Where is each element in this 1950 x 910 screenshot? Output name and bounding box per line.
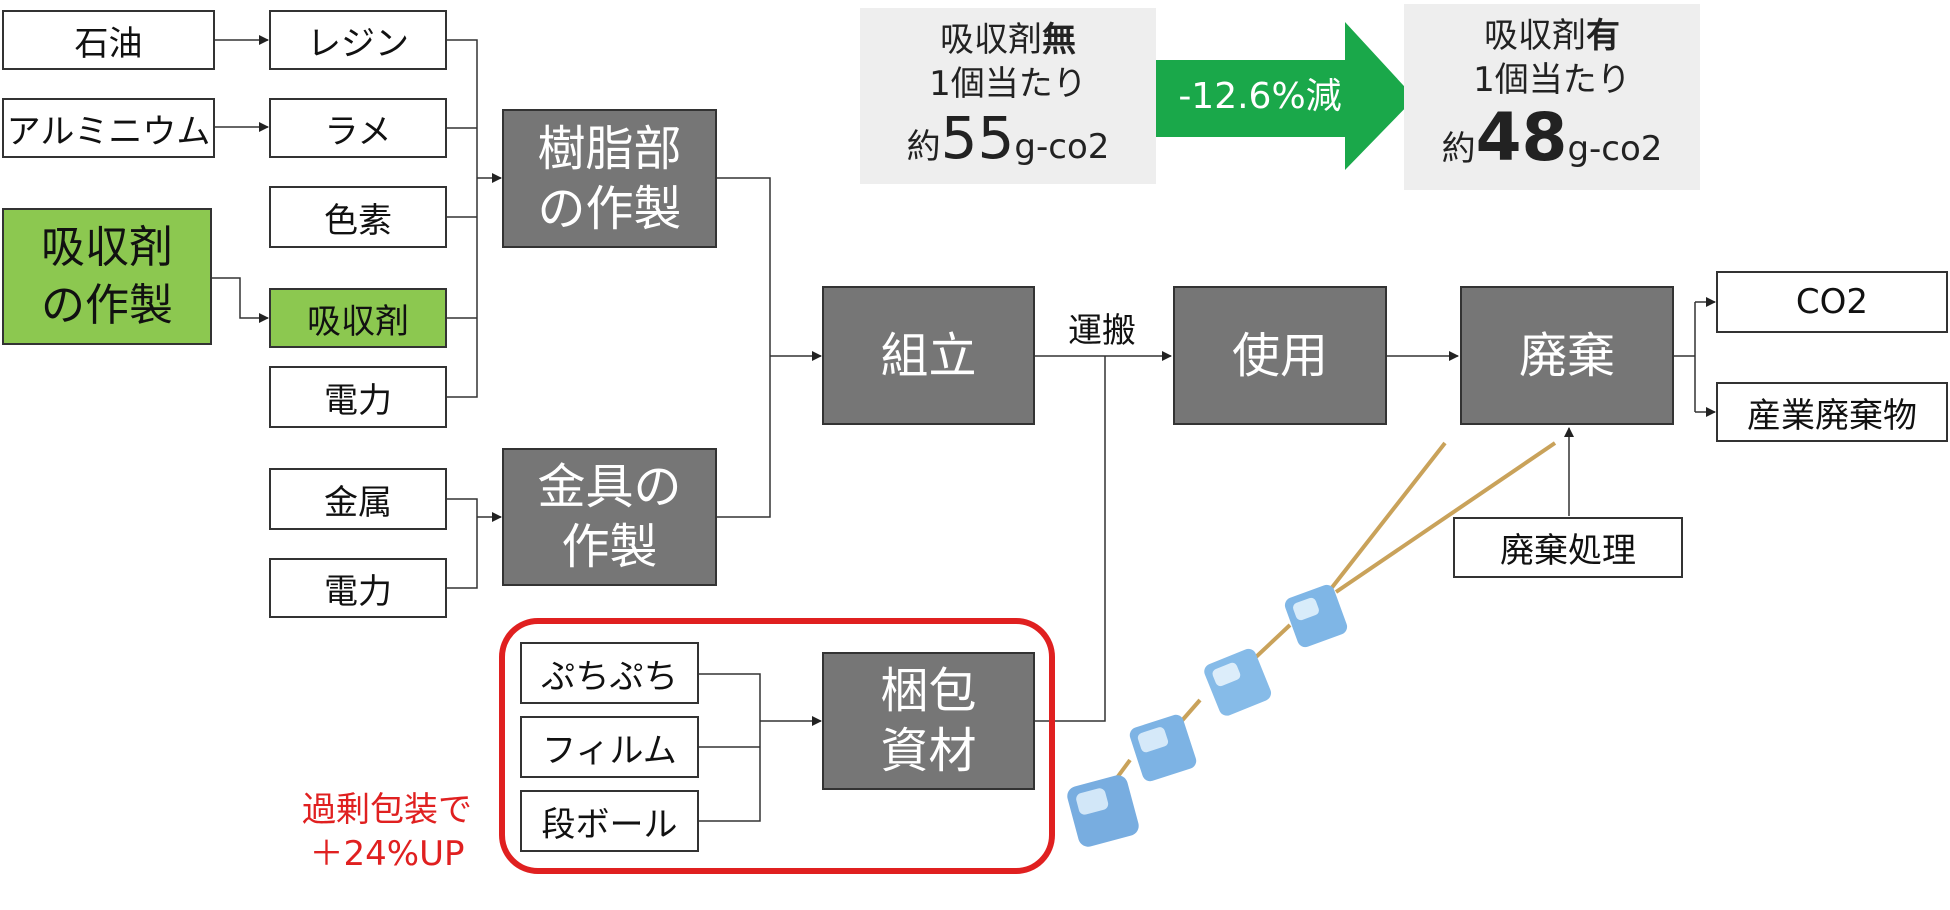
with-absorbent-value: 約48g-co2 <box>1441 99 1663 176</box>
reduction-arrow-label: -12.6%減 <box>1178 76 1342 117</box>
assembly-box: 組立 <box>822 286 1035 425</box>
input-aluminium: アルミニウム <box>2 98 215 158</box>
transport-label: 運搬 <box>1068 311 1136 351</box>
with-absorbent-title: 吸収剤有 <box>1484 16 1620 56</box>
packaging-line2: 資材 <box>880 723 977 779</box>
absorbent-production-line1: 吸収剤 <box>41 221 173 273</box>
packaging-material-box: 梱包 資材 <box>822 652 1035 790</box>
without-absorbent-title: 吸収剤無 <box>940 20 1076 60</box>
overpackaging-callout-line1: 過剰包装で <box>302 790 472 830</box>
input-oil: 石油 <box>2 10 215 70</box>
input-cardboard: 段ボール <box>520 790 699 852</box>
fitting-production-box: 金具の 作製 <box>502 448 717 586</box>
output-industrial-waste: 産業廃棄物 <box>1716 382 1948 442</box>
without-absorbent-panel: 吸収剤無 1個当たり 約55g-co2 <box>860 8 1156 184</box>
reduction-arrow <box>1145 22 1415 170</box>
input-metal: 金属 <box>269 468 447 530</box>
packaging-line1: 梱包 <box>880 663 977 719</box>
input-pigment: 色素 <box>269 186 447 248</box>
input-power-1: 電力 <box>269 366 447 428</box>
overpackaging-callout: 過剰包装で ＋24%UP <box>292 788 482 876</box>
resin-part-production-box: 樹脂部 の作製 <box>502 109 717 248</box>
absorbent-production-box: 吸収剤 の作製 <box>2 208 212 345</box>
without-absorbent-value: 約55g-co2 <box>906 104 1110 172</box>
disposal-treatment-box: 廃棄処理 <box>1453 517 1683 578</box>
packaging-highlight-frame <box>499 618 1055 874</box>
output-co2: CO2 <box>1716 271 1948 333</box>
with-absorbent-per-unit: 1個当たり <box>1473 60 1631 100</box>
input-resin: レジン <box>269 10 447 70</box>
absorbent-production-line2: の作製 <box>41 279 173 331</box>
input-absorbent: 吸収剤 <box>269 288 447 348</box>
input-bubble-wrap: ぷちぷち <box>520 642 699 704</box>
input-power-2: 電力 <box>269 558 447 618</box>
resin-part-line2: の作製 <box>537 180 682 237</box>
without-absorbent-per-unit: 1個当たり <box>929 64 1087 104</box>
resin-part-line1: 樹脂部 <box>537 120 682 177</box>
use-box: 使用 <box>1173 286 1387 425</box>
disposal-box: 廃棄 <box>1460 286 1674 425</box>
input-film: フィルム <box>520 716 699 778</box>
with-absorbent-panel: 吸収剤有 1個当たり 約48g-co2 <box>1404 4 1700 190</box>
fitting-line2: 作製 <box>561 519 658 575</box>
fitting-line1: 金具の <box>537 459 682 515</box>
overpackaging-callout-line2: ＋24%UP <box>309 834 465 874</box>
input-glitter: ラメ <box>269 98 447 158</box>
